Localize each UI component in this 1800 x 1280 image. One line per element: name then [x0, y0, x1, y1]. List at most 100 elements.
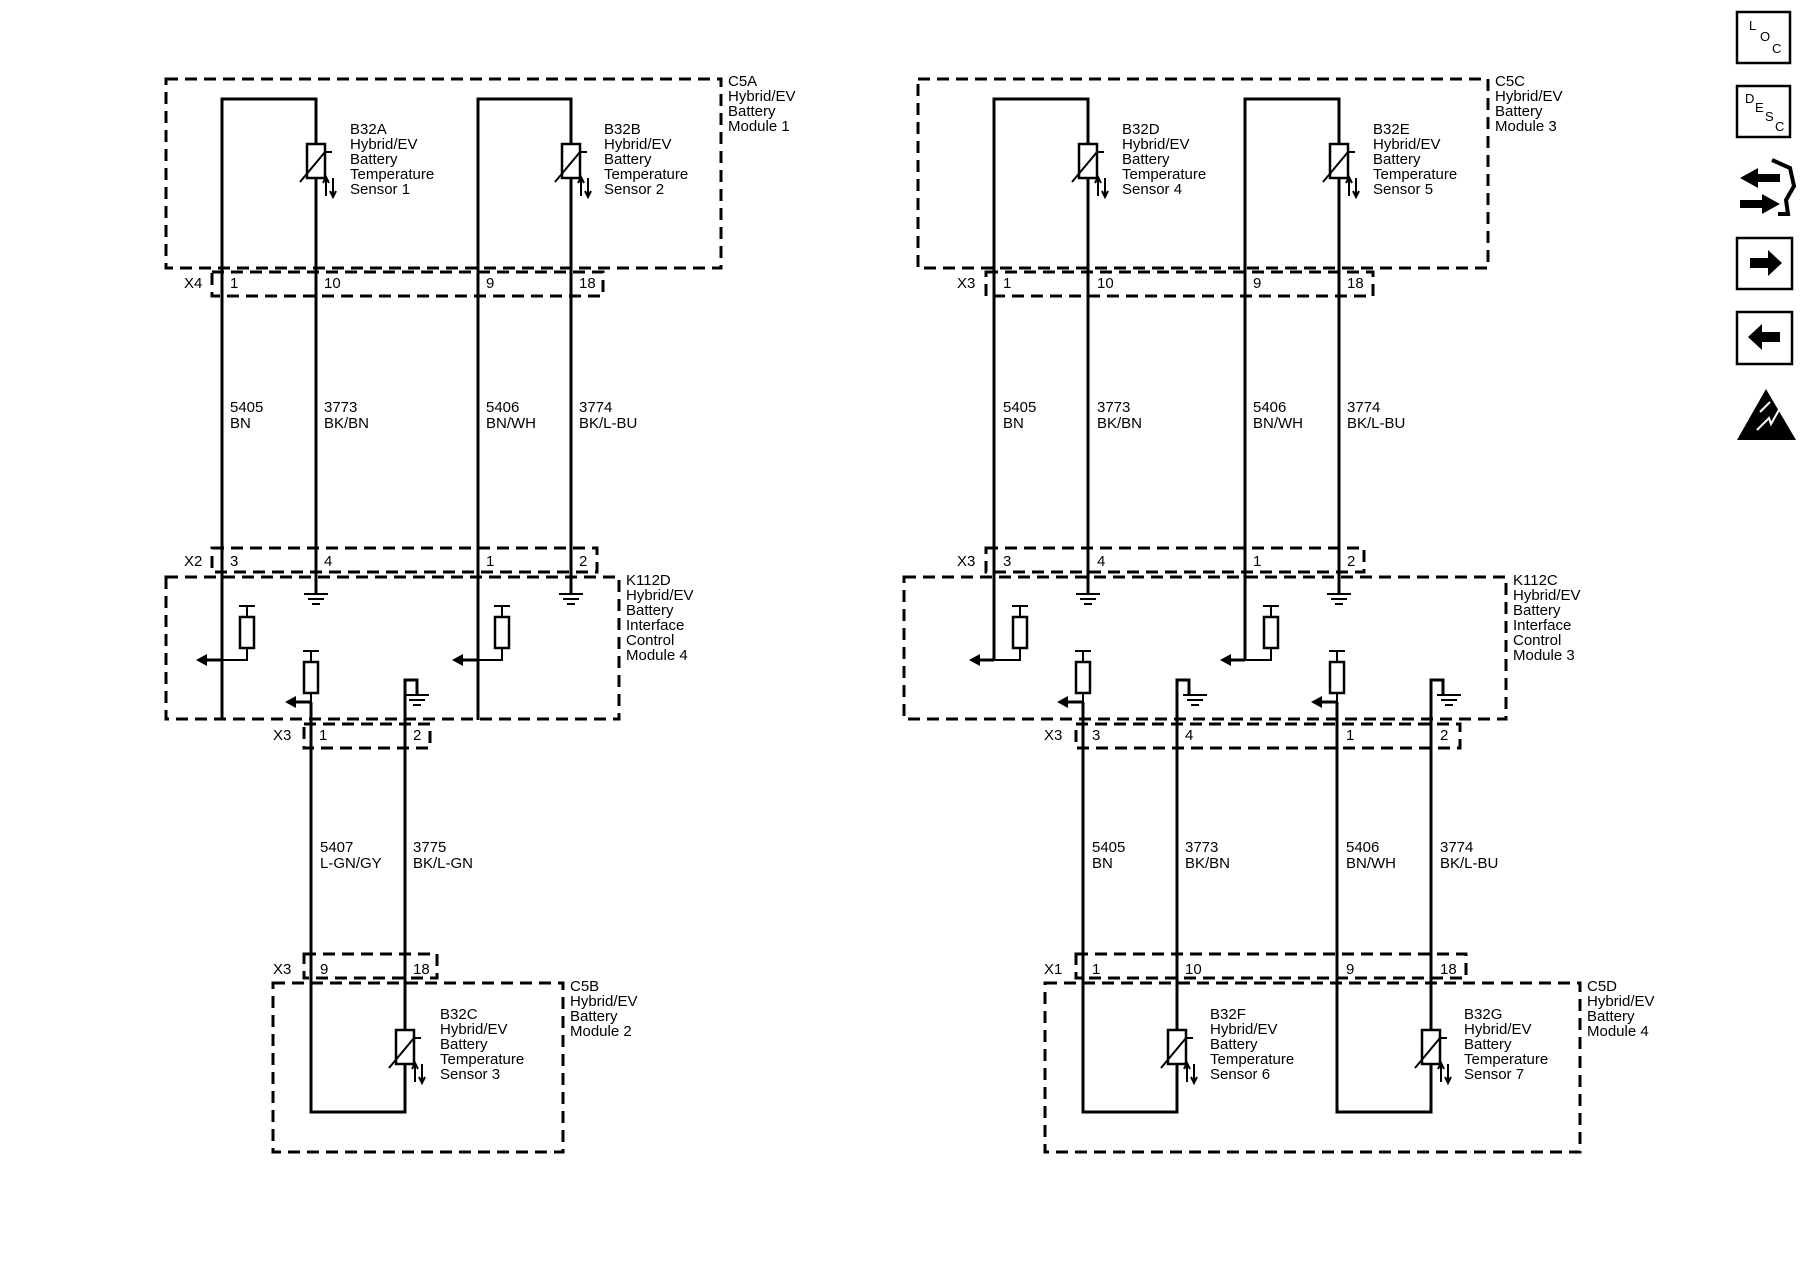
svg-text:Module 3: Module 3 [1495, 118, 1557, 135]
nav-letter: C [1775, 119, 1784, 134]
svg-text:Hybrid/EV: Hybrid/EV [350, 136, 418, 153]
nav-letter: E [1755, 100, 1764, 115]
k112c-label: K112C Hybrid/EV Battery Interface Contro… [1513, 572, 1581, 664]
svg-text:5406: 5406 [486, 399, 519, 416]
pin-number: 10 [324, 275, 341, 292]
svg-text:Hybrid/EV: Hybrid/EV [604, 136, 672, 153]
svg-text:L-GN/GY: L-GN/GY [320, 855, 382, 872]
signal-arrow-icon [452, 654, 478, 666]
svg-text:Battery: Battery [1122, 151, 1170, 168]
connector-x1-c5d [1074, 952, 1468, 980]
wire-labels-right-bottom: 5405 BN 3773 BK/BN 5406 BN/WH 3774 BK/L-… [1092, 839, 1498, 872]
ground-icon [1327, 593, 1351, 605]
svg-text:Temperature: Temperature [1373, 166, 1457, 183]
next-page-button[interactable] [1735, 236, 1794, 291]
svg-text:Hybrid/EV: Hybrid/EV [1210, 1021, 1278, 1038]
k112d-label: K112D Hybrid/EV Battery Interface Contro… [626, 572, 694, 664]
connector-label: X2 [184, 553, 202, 570]
pin-number: 1 [1346, 727, 1354, 744]
b32c-label: B32C Hybrid/EV Battery Temperature Senso… [440, 1006, 524, 1083]
svg-text:5407: 5407 [320, 839, 353, 856]
b32b-label: B32B Hybrid/EV Battery Temperature Senso… [604, 121, 688, 198]
svg-text:BN/WH: BN/WH [486, 415, 536, 432]
c5c-module-box [916, 77, 1490, 270]
c5c-label: C5C Hybrid/EV Battery Module 3 [1495, 73, 1563, 135]
pin-number: 2 [413, 727, 421, 744]
previous-page-button[interactable] [1735, 310, 1794, 366]
svg-text:5406: 5406 [1253, 399, 1286, 416]
svg-text:Battery: Battery [570, 1008, 618, 1025]
svg-text:3774: 3774 [579, 399, 612, 416]
wire-loop-b32g [1335, 678, 1445, 1114]
svg-text:Battery: Battery [1587, 1008, 1635, 1025]
high-voltage-warning-icon[interactable] [1737, 389, 1796, 440]
svg-text:Temperature: Temperature [350, 166, 434, 183]
c5b-label: C5B Hybrid/EV Battery Module 2 [570, 978, 638, 1040]
connector-repair-icon[interactable] [1740, 158, 1797, 216]
svg-text:B32C: B32C [440, 1006, 478, 1023]
resistor-pullup-icon [994, 605, 1029, 661]
svg-text:Module 1: Module 1 [728, 118, 790, 135]
svg-text:Temperature: Temperature [1122, 166, 1206, 183]
svg-text:Interface: Interface [626, 617, 684, 634]
svg-text:Battery: Battery [1495, 103, 1543, 120]
svg-text:3773: 3773 [1097, 399, 1130, 416]
connector-x4-left [210, 270, 605, 298]
pin-number: 9 [1346, 961, 1354, 978]
svg-text:Battery: Battery [440, 1036, 488, 1053]
k112d-module-box [164, 575, 621, 721]
pin-number: 4 [324, 553, 332, 570]
svg-text:Control: Control [1513, 632, 1561, 649]
wire-loop-b32d [992, 97, 1090, 660]
connector-label: X3 [273, 961, 291, 978]
b32g-label: B32G Hybrid/EV Battery Temperature Senso… [1464, 1006, 1548, 1083]
pin-number: 2 [1347, 553, 1355, 570]
thermistor-b32d-icon [1071, 142, 1109, 200]
signal-arrow-icon [1057, 696, 1083, 708]
resistor-pullup-icon [302, 650, 320, 702]
resistor-pullup-icon [1328, 650, 1346, 702]
svg-text:Sensor 6: Sensor 6 [1210, 1066, 1270, 1083]
nav-letter: L [1749, 18, 1756, 33]
thermistor-b32e-icon [1322, 142, 1360, 200]
ground-icon [559, 593, 583, 605]
svg-text:BN: BN [230, 415, 251, 432]
pin-number: 4 [1185, 727, 1193, 744]
svg-text:Hybrid/EV: Hybrid/EV [1464, 1021, 1532, 1038]
signal-arrow-icon [969, 654, 994, 666]
svg-text:Sensor 1: Sensor 1 [350, 181, 410, 198]
connector-x3-right-mid [984, 546, 1366, 574]
b32f-label: B32F Hybrid/EV Battery Temperature Senso… [1210, 1006, 1294, 1083]
c5d-label: C5D Hybrid/EV Battery Module 4 [1587, 978, 1655, 1040]
resistor-pullup-icon [222, 605, 256, 661]
svg-text:3774: 3774 [1440, 839, 1473, 856]
description-button[interactable]: D E S C [1735, 84, 1792, 139]
svg-text:K112C: K112C [1513, 572, 1558, 589]
wire-labels-left-bottom: 5407 L-GN/GY 3775 BK/L-GN [320, 839, 473, 872]
wire-labels-right-top: 5405 BN 3773 BK/BN 5406 BN/WH 3774 BK/L-… [1003, 399, 1405, 432]
svg-text:5405: 5405 [1003, 399, 1036, 416]
svg-text:Temperature: Temperature [1210, 1051, 1294, 1068]
svg-text:C5C: C5C [1495, 73, 1525, 90]
location-button[interactable]: L O C [1735, 10, 1792, 65]
svg-text:BN/WH: BN/WH [1346, 855, 1396, 872]
b32d-label: B32D Hybrid/EV Battery Temperature Senso… [1122, 121, 1206, 198]
svg-text:C5D: C5D [1587, 978, 1617, 995]
signal-arrow-icon [1311, 696, 1337, 708]
resistor-pullup-icon [478, 605, 511, 661]
svg-text:Module 4: Module 4 [1587, 1023, 1649, 1040]
wire-loop-b32b [476, 97, 573, 720]
wire-loop-b32e [1243, 97, 1341, 660]
svg-text:Sensor 2: Sensor 2 [604, 181, 664, 198]
svg-text:Battery: Battery [728, 103, 776, 120]
pin-number: 1 [230, 275, 238, 292]
svg-text:3773: 3773 [324, 399, 357, 416]
connector-label: X3 [1044, 727, 1062, 744]
pin-number: 1 [1003, 275, 1011, 292]
svg-text:BN: BN [1092, 855, 1113, 872]
pin-number: 1 [1092, 961, 1100, 978]
connector-x2-left [210, 546, 599, 574]
connector-x3-right-top [984, 270, 1375, 298]
ground-icon [1437, 694, 1461, 706]
